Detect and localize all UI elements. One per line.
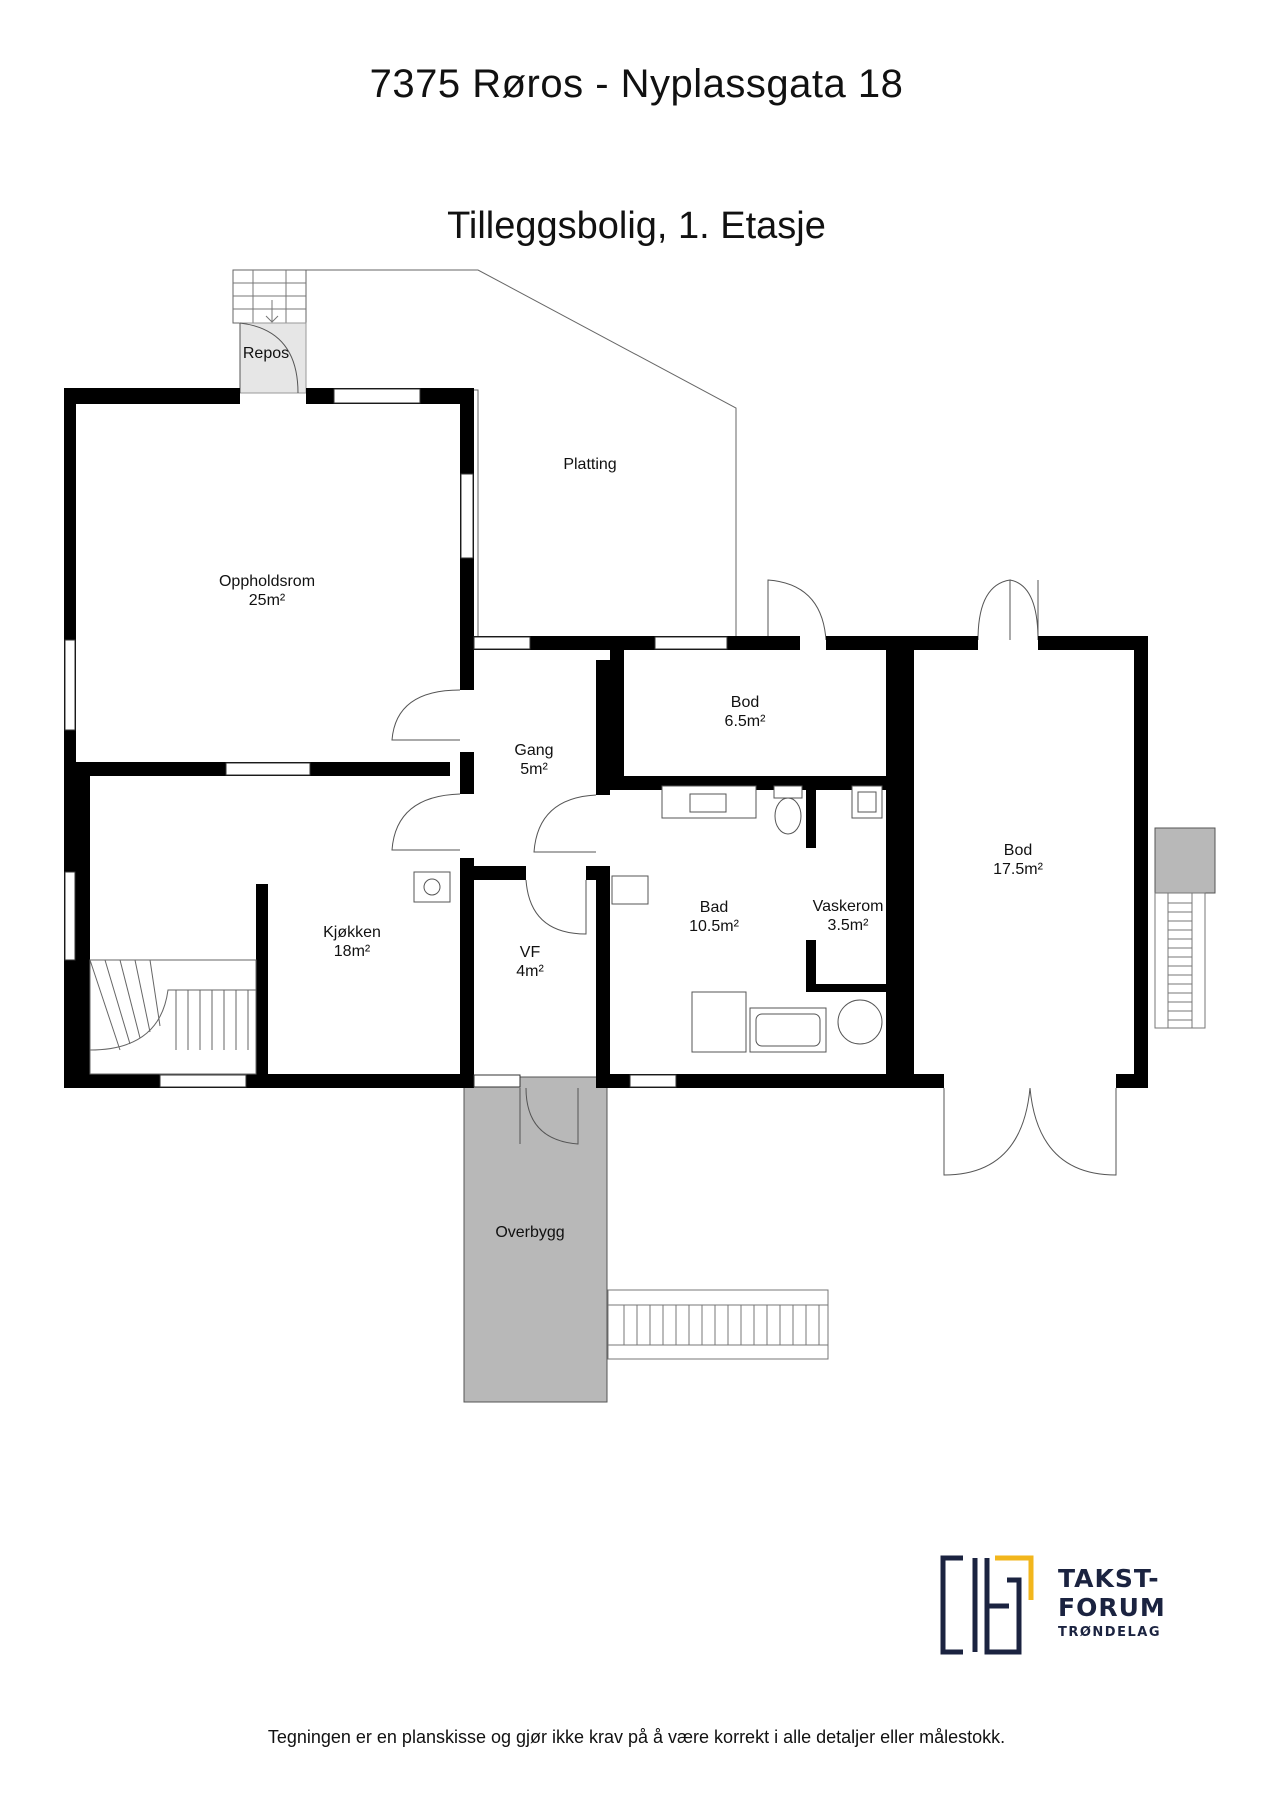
bod-double-door-top — [977, 579, 1039, 641]
windows — [64, 388, 728, 1088]
area-oppholdsrom: 25m² — [249, 592, 286, 609]
platting-outline — [305, 269, 737, 641]
washing-machine — [837, 999, 883, 1045]
toilet — [773, 785, 803, 799]
cabinet — [691, 991, 747, 1053]
walls — [64, 388, 1148, 1088]
logo-line3: TRØNDELAG — [1058, 1625, 1161, 1640]
logo-text: TAKST- FORUM TRØNDELAG — [1058, 1566, 1166, 1639]
side-landing — [1154, 827, 1216, 894]
logo-line2: FORUM — [1058, 1593, 1166, 1622]
label-platting: Platting — [563, 456, 616, 473]
area-bad: 10.5m² — [689, 918, 739, 935]
label-bod-large: Bod — [1004, 842, 1032, 859]
logo-line1: TAKST- — [1058, 1564, 1160, 1593]
room-labels: Repos Platting Oppholdsrom 25m² Gang 5m²… — [219, 345, 1044, 1241]
area-kjokken: 18m² — [334, 943, 371, 960]
stair-tread — [119, 959, 141, 1039]
label-kjokken: Kjøkken — [323, 924, 381, 941]
area-bod-small: 6.5m² — [725, 713, 767, 730]
area-bod-large: 17.5m² — [993, 861, 1043, 878]
label-vf: VF — [520, 944, 541, 961]
counter — [611, 875, 649, 905]
stair-tread — [134, 959, 151, 1033]
label-bod-small: Bod — [731, 694, 759, 711]
label-bad: Bad — [700, 899, 728, 916]
stair-tread — [149, 959, 161, 1027]
disclaimer-text: Tegningen er en planskisse og gjør ikke … — [267, 1727, 1006, 1747]
floor-subtitle: Tilleggsbolig, 1. Etasje — [447, 205, 826, 247]
label-vaskerom: Vaskerom — [813, 898, 884, 915]
stair-tread — [104, 959, 131, 1045]
side-stairs — [1154, 892, 1206, 1029]
bod-double-door-bottom — [943, 1087, 1117, 1176]
door-swings — [391, 689, 597, 1145]
area-vf: 4m² — [516, 963, 544, 980]
page-title: 7375 Røros - Nyplassgata 18 — [369, 62, 904, 106]
label-oppholdsrom: Oppholdsrom — [219, 573, 315, 590]
small-bod-door-swing — [767, 579, 827, 641]
front-stairs — [607, 1289, 829, 1360]
logo-mark — [940, 1555, 1034, 1655]
label-gang: Gang — [514, 742, 553, 759]
label-overbygg: Overbygg — [495, 1224, 564, 1241]
fixtures — [413, 785, 883, 1053]
entry-stairs — [233, 270, 306, 323]
repos-door-swing — [239, 322, 299, 394]
area-vaskerom: 3.5m² — [828, 917, 870, 934]
stair-tread — [89, 959, 121, 1051]
takstforum-logo: TAKST- FORUM TRØNDELAG — [935, 1550, 1195, 1660]
label-repos: Repos — [243, 345, 289, 362]
area-gang: 5m² — [520, 761, 548, 778]
overbygg-area — [463, 1076, 608, 1403]
interior-stairs — [89, 959, 257, 1075]
